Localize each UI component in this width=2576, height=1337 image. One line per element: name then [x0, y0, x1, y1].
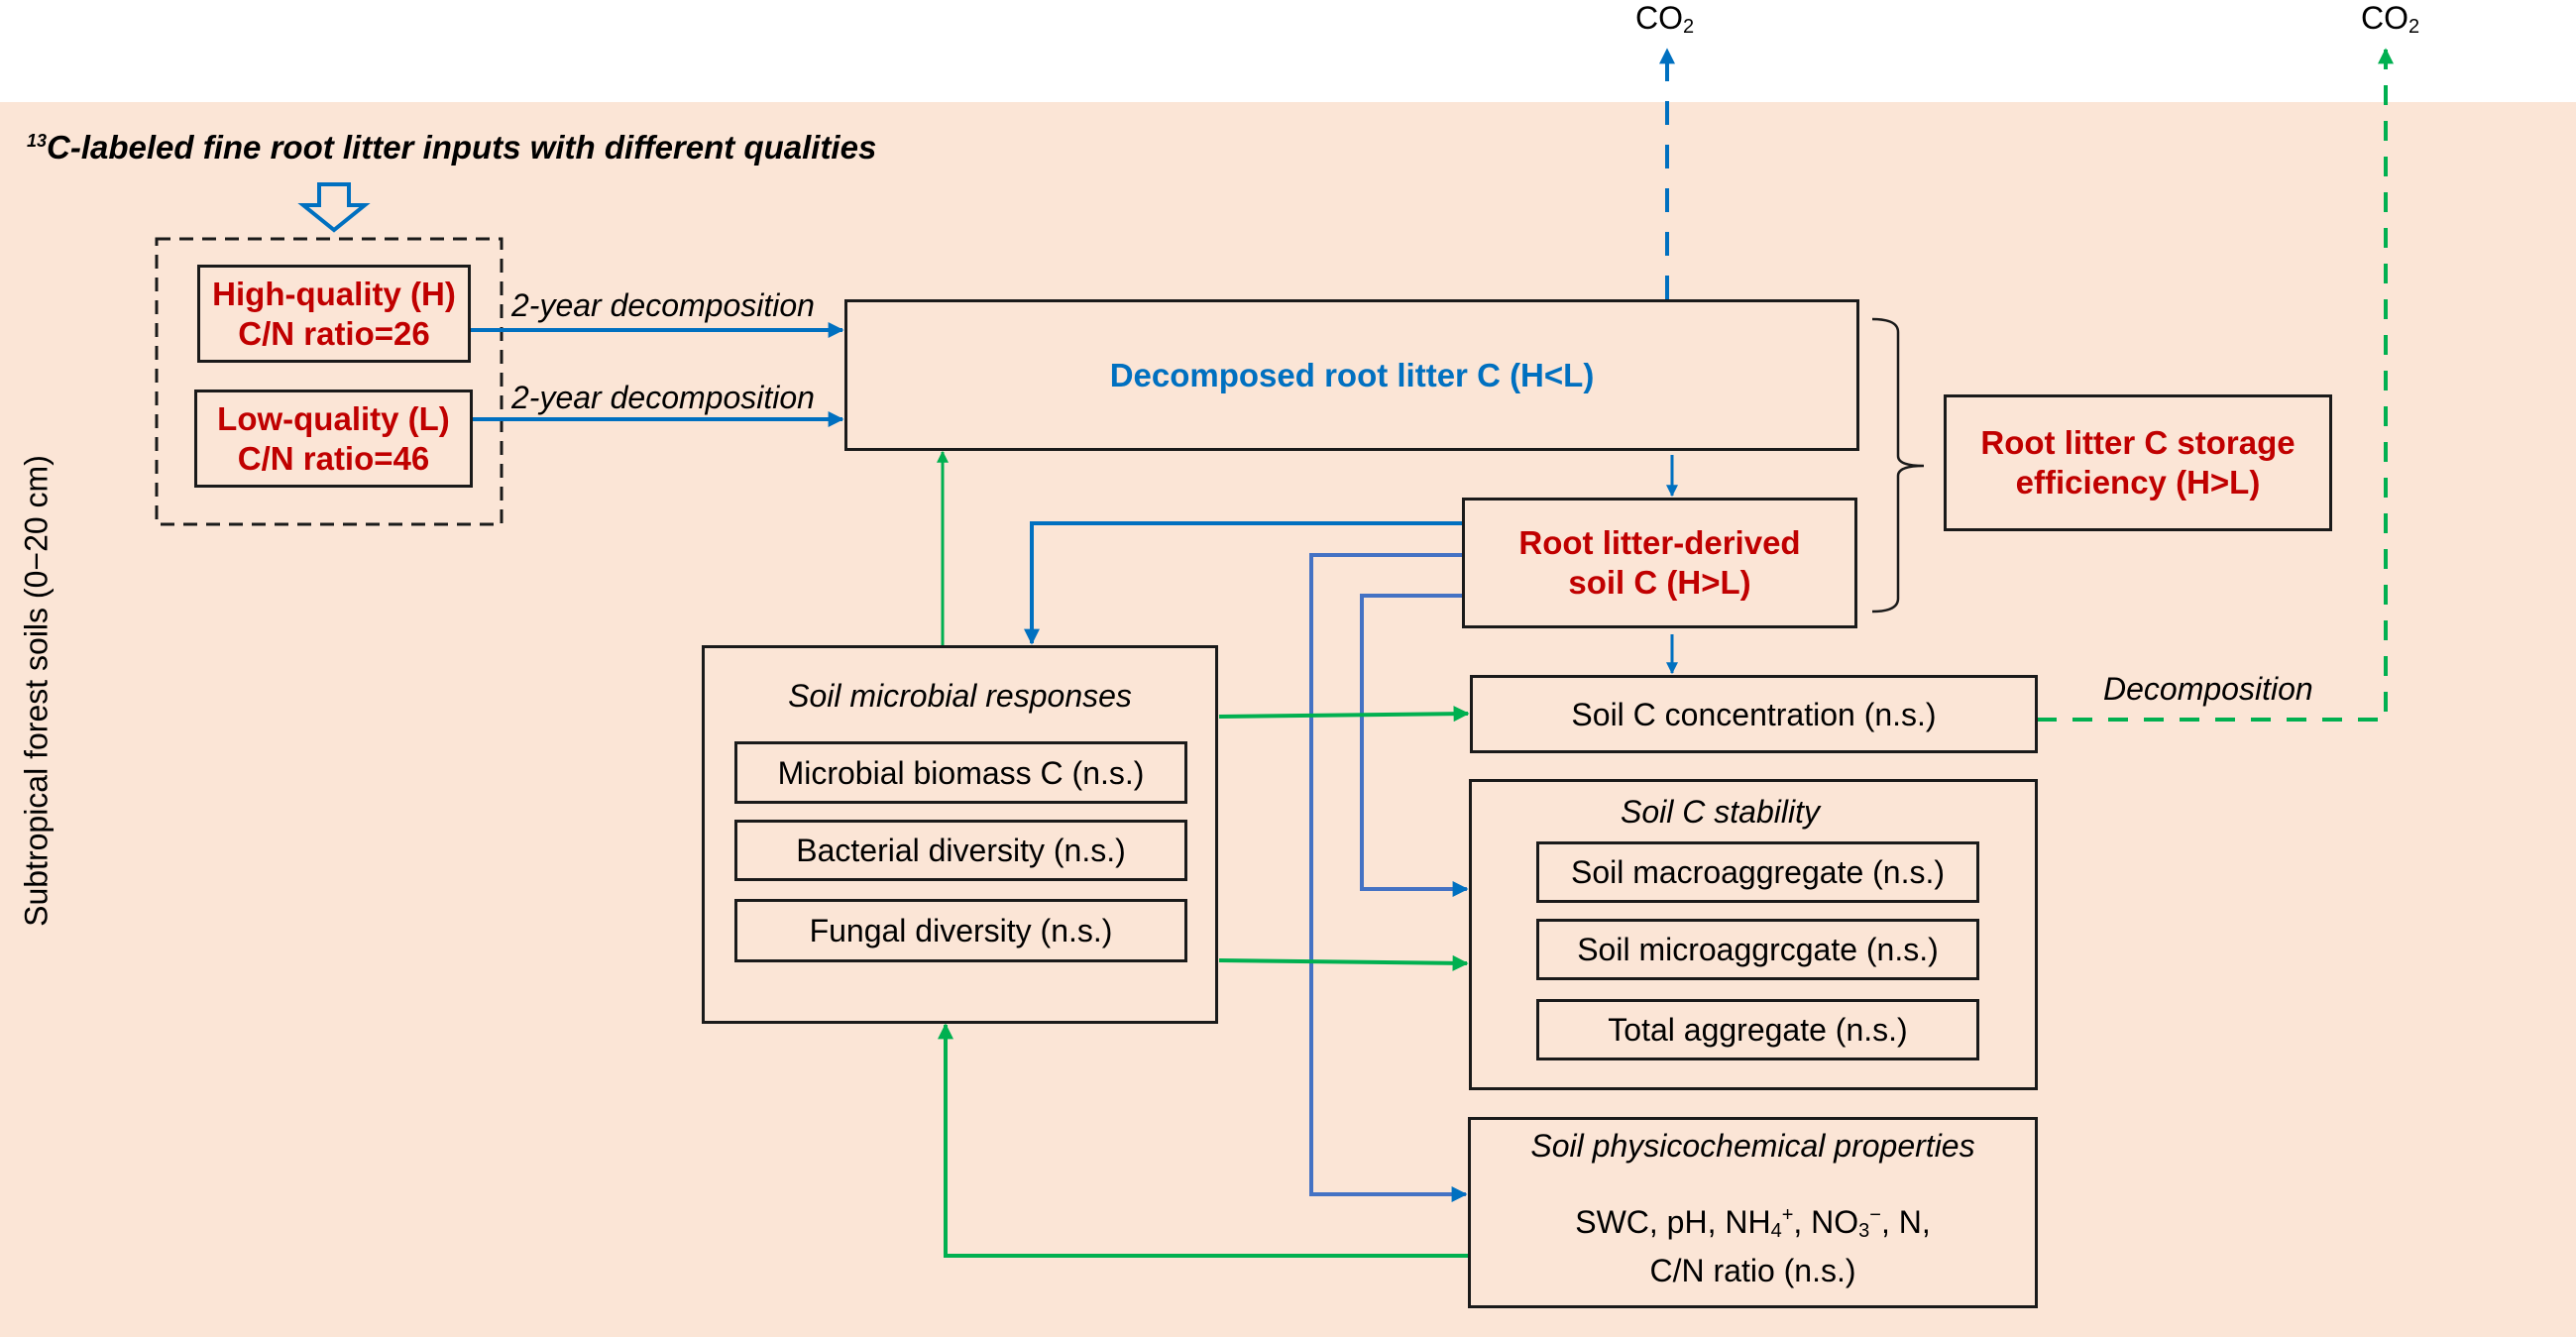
chem-subscript: 4 — [1770, 1219, 1782, 1242]
arrow-physicochemical-to-microbial — [938, 1023, 1468, 1258]
diagram-title: 13C-labeled fine root litter inputs with… — [27, 129, 876, 167]
physicochemical-heading: Soil physicochemical properties — [1530, 1128, 1975, 1164]
decomposition-label-high: 2-year decomposition — [511, 287, 815, 323]
low-quality-label: Low-quality (L) — [217, 399, 450, 437]
high-quality-box: High-quality (H) C/N ratio=26 — [197, 265, 471, 363]
co2-subscript: 2 — [2408, 16, 2420, 38]
input-group-outline — [155, 237, 504, 526]
stability-item-label: Soil macroaggregate (n.s.) — [1570, 854, 1946, 890]
title-superscript: 13 — [27, 131, 48, 151]
stability-item-label: Soil microaggrcgate (n.s.) — [1577, 932, 1939, 967]
arrow-concentration-to-co2 — [2037, 48, 2394, 722]
hollow-down-arrow-icon — [297, 182, 371, 233]
soil-c-stability-box: Soil C stability — [1469, 779, 2038, 1090]
decomposed-root-litter-label: Decomposed root litter C (H<L) — [1109, 356, 1595, 393]
co2-subscript: 2 — [1683, 16, 1695, 38]
chem-superscript: − — [1869, 1203, 1881, 1226]
microbial-heading: Soil microbial responses — [788, 678, 1132, 714]
soil-c-concentration-label: Soil C concentration (n.s.) — [1571, 696, 1937, 732]
decomposition-label: Decomposition — [2103, 671, 2313, 707]
stability-item: Total aggregate (n.s.) — [1536, 999, 1979, 1060]
derived-label-line2: soil C (H>L) — [1568, 564, 1751, 601]
physicochemical-properties-box: Soil physicochemical properties SWC, pH,… — [1468, 1117, 2038, 1308]
physicochemical-values: SWC, pH, NH4+, NO3−, N, C/N ratio (n.s.) — [1575, 1195, 1931, 1290]
stability-item: Soil macroaggregate (n.s.) — [1536, 841, 1979, 903]
co2-text: CO — [2361, 0, 2408, 36]
stability-heading: Soil C stability — [1621, 794, 1820, 830]
physicochemical-values-line1: SWC, pH, NH4+, NO3−, N, — [1575, 1195, 1931, 1251]
high-quality-cn-ratio: C/N ratio=26 — [238, 314, 430, 352]
low-quality-cn-ratio: C/N ratio=46 — [237, 439, 430, 477]
storage-label-line1: Root litter C storage — [1980, 424, 2296, 461]
brace-bracket — [1871, 317, 1925, 613]
co2-label-right: CO2 — [2361, 0, 2419, 39]
microbial-item: Bacterial diversity (n.s.) — [734, 820, 1187, 881]
arrow-derived-to-stability — [1360, 594, 1469, 897]
microbial-item: Microbial biomass C (n.s.) — [734, 741, 1187, 804]
microbial-item-label: Bacterial diversity (n.s.) — [796, 833, 1126, 868]
chem-text: SWC, pH, NH — [1575, 1203, 1771, 1240]
microbial-responses-box: Soil microbial responses — [702, 645, 1218, 1024]
microbial-item: Fungal diversity (n.s.) — [734, 899, 1187, 962]
decomposed-root-litter-box: Decomposed root litter C (H<L) — [844, 299, 1859, 451]
decomposition-label-low: 2-year decomposition — [511, 380, 815, 415]
storage-label-line2: efficiency (H>L) — [2015, 464, 2261, 501]
co2-text: CO — [1635, 0, 1683, 36]
root-litter-derived-soil-c-box: Root litter-derived soil C (H>L) — [1462, 498, 1857, 628]
co2-label-left: CO2 — [1635, 0, 1694, 39]
stability-item-label: Total aggregate (n.s.) — [1608, 1012, 1908, 1048]
chem-text: , NO — [1793, 1203, 1859, 1240]
title-text: C-labeled fine root litter inputs with d… — [47, 129, 877, 166]
microbial-item-label: Microbial biomass C (n.s.) — [777, 754, 1145, 791]
arrow-derived-to-physicochemical — [1309, 553, 1468, 1202]
low-quality-box: Low-quality (L) C/N ratio=46 — [194, 390, 473, 488]
soil-c-concentration-box: Soil C concentration (n.s.) — [1470, 675, 2038, 753]
derived-label-line1: Root litter-derived — [1518, 524, 1801, 561]
chem-superscript: + — [1781, 1203, 1794, 1226]
chem-text: , N, — [1880, 1203, 1931, 1240]
physicochemical-values-line2: C/N ratio (n.s.) — [1649, 1252, 1856, 1288]
soil-depth-label: Subtropical forest soils (0−20 cm) — [18, 455, 55, 927]
microbial-item-label: Fungal diversity (n.s.) — [809, 913, 1113, 948]
arrow-derived-to-microbial — [1024, 521, 1462, 645]
high-quality-label: High-quality (H) — [212, 275, 456, 312]
chem-subscript: 3 — [1858, 1219, 1870, 1242]
storage-efficiency-box: Root litter C storage efficiency (H>L) — [1944, 394, 2332, 531]
arrow-microbial-to-concentration — [1218, 706, 1470, 723]
arrow-microbial-to-stability — [1218, 954, 1469, 971]
stability-item: Soil microaggrcgate (n.s.) — [1536, 919, 1979, 980]
